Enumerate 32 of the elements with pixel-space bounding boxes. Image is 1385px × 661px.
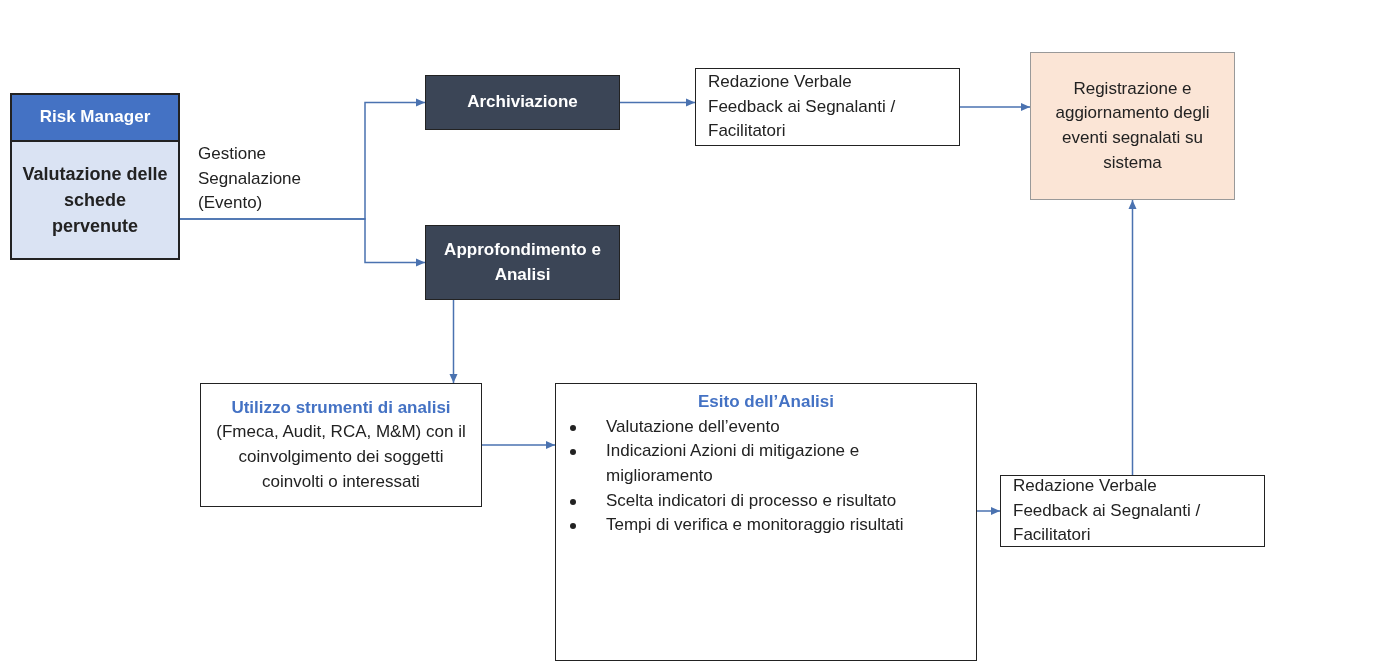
box-text: Approfondimento e Analisi	[443, 238, 602, 286]
process-box	[425, 75, 620, 130]
bullet-item: Valutazione dell’evento	[606, 415, 780, 438]
document-box	[695, 68, 960, 146]
document-box	[1000, 475, 1265, 547]
arrow	[481, 441, 556, 449]
arrow	[1128, 199, 1137, 476]
arrow	[179, 218, 426, 267]
role-box	[10, 93, 180, 260]
box-text: Registrazione e aggiornamento degli eventi segnalati su sistema	[1054, 77, 1211, 174]
box-heading: Esito dell’Analisi	[696, 391, 835, 413]
arrow	[976, 507, 1001, 515]
process-box	[425, 225, 620, 300]
box-text: Redazione Verbale	[1013, 475, 1158, 498]
result-box	[555, 383, 977, 661]
box-text: (Fmeca, Audit, RCA, M&M) con il coinvolgimento dei soggetti coinvolti o interessati	[215, 421, 467, 493]
box-text: Archiviazione	[467, 91, 578, 114]
box-text: Feedback ai Segnalanti / Facilitatori	[708, 95, 897, 143]
box-text: Redazione Verbale	[708, 71, 853, 94]
box-text: Feedback ai Segnalanti / Facilitatori	[1013, 499, 1202, 547]
arrow	[959, 103, 1031, 111]
bullet-item: Scelta indicatori di processo e risultato	[606, 489, 897, 512]
bullet-item: Indicazioni Azioni di mitigazione e miglioramento	[606, 440, 861, 487]
arrow	[619, 98, 696, 107]
flow-note: Gestione Segnalazione (Evento)	[198, 143, 303, 215]
analysis-box	[200, 383, 482, 507]
role-header: Risk Manager	[12, 95, 178, 142]
box-text: Valutazione delle schede pervenute	[21, 162, 169, 238]
bullet-item: Tempi di verifica e monitoraggio risultati	[606, 514, 904, 537]
record-box	[1030, 52, 1235, 200]
box-heading: Utilizzo strumenti di analisi	[230, 396, 452, 419]
arrow	[449, 299, 458, 384]
